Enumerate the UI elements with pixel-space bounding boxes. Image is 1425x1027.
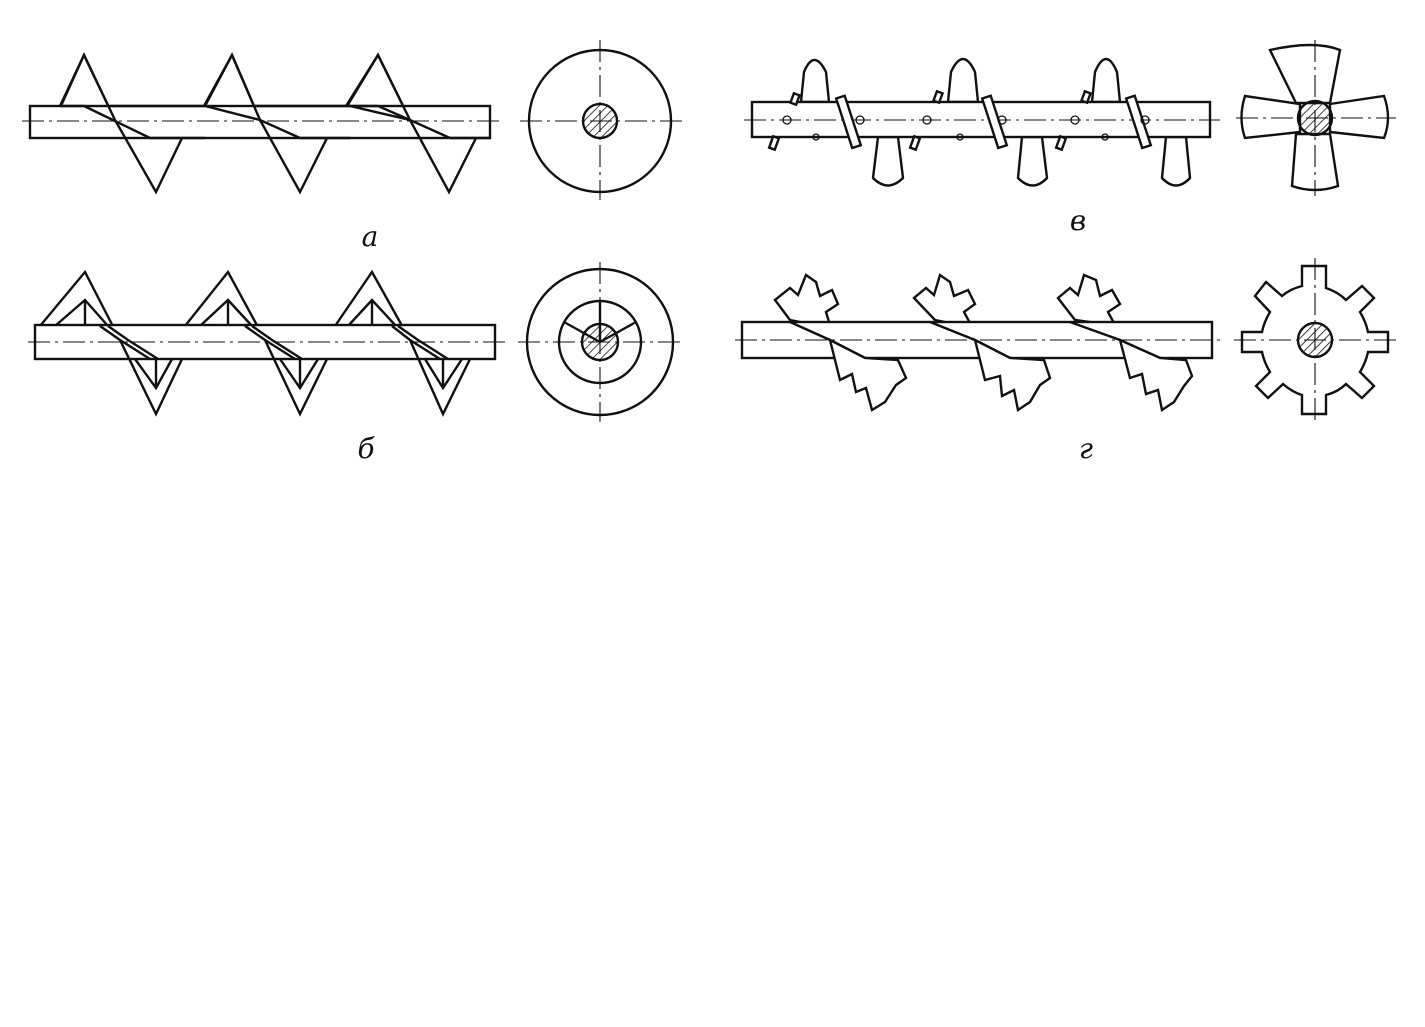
panel-g-side-view [735,273,1220,412]
caption-v: в [1070,204,1086,237]
shaft-section [1296,321,1334,359]
panel-v-end-view [1236,40,1396,196]
shaft-section [1296,99,1334,137]
panel-a: а [22,40,682,253]
caption-b: б [357,432,375,465]
caption-g: г [1079,432,1093,465]
panel-v-side-view [744,57,1220,187]
panel-b: б [28,262,682,465]
panel-a-end-view [520,40,682,200]
caption-a: а [362,220,379,253]
panel-b-end-view [518,262,682,422]
panel-a-side-view [22,52,500,195]
panel-b-side-view [28,269,505,417]
panel-g-end-view [1234,258,1396,422]
panel-v: в [744,40,1396,237]
panel-g: г [735,258,1396,465]
shaft-section [580,322,620,362]
shaft-section [581,102,619,140]
